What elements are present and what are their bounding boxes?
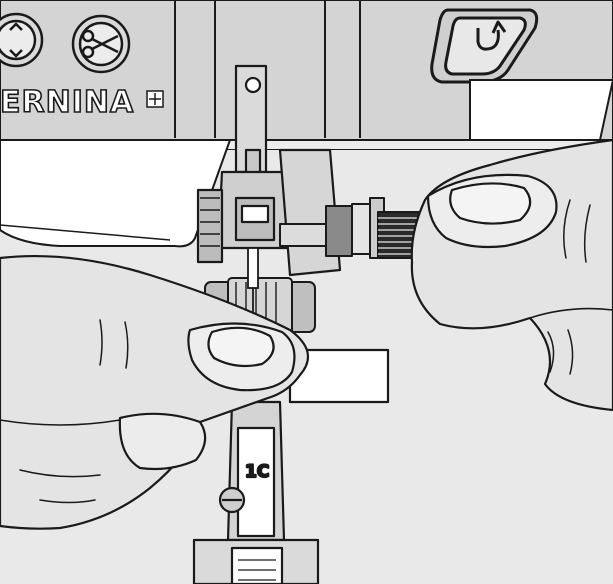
right-hand	[410, 138, 613, 412]
brand-label: ERNINA	[0, 85, 134, 120]
arm-edge-line	[0, 224, 171, 241]
foot-mark: 1C	[245, 462, 269, 482]
bernina-cross-icon	[146, 90, 164, 108]
presser-foot: 1C	[192, 348, 390, 584]
machine-arm-underside	[0, 139, 232, 248]
machine-base-right	[469, 79, 613, 141]
scissors-icon	[71, 14, 131, 74]
brand-logo: ERNINA	[0, 84, 164, 121]
reverse-arrow-icon	[430, 8, 539, 84]
needle-up-down-icon	[0, 12, 44, 68]
left-hand	[0, 254, 310, 530]
